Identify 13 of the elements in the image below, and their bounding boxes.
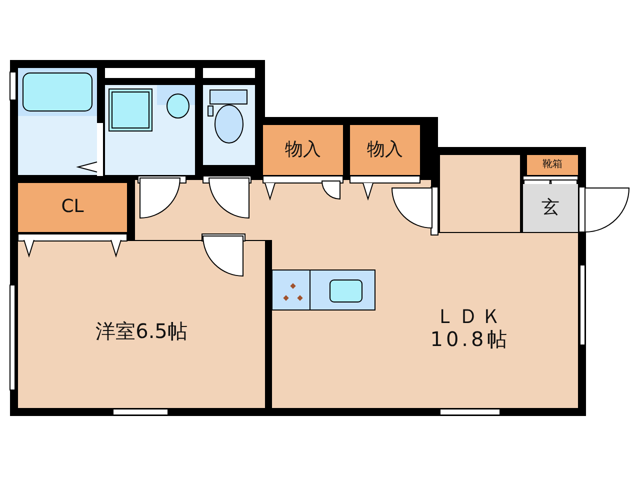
room-box — [350, 125, 420, 175]
room-box — [523, 184, 578, 232]
room-name: 物入 — [367, 140, 403, 160]
room-name: 玄 — [542, 198, 560, 218]
room-name: 洋室6.5帖 — [96, 320, 188, 342]
room-name: 靴箱 — [542, 159, 562, 171]
room-box — [263, 125, 343, 175]
room-name: ＬＤＫ — [436, 305, 504, 328]
room-name: CL — [61, 197, 84, 218]
room-box — [18, 183, 127, 232]
room-name: 10.8帖 — [430, 328, 510, 351]
room-box — [527, 155, 578, 175]
room-name: 物入 — [285, 140, 321, 160]
